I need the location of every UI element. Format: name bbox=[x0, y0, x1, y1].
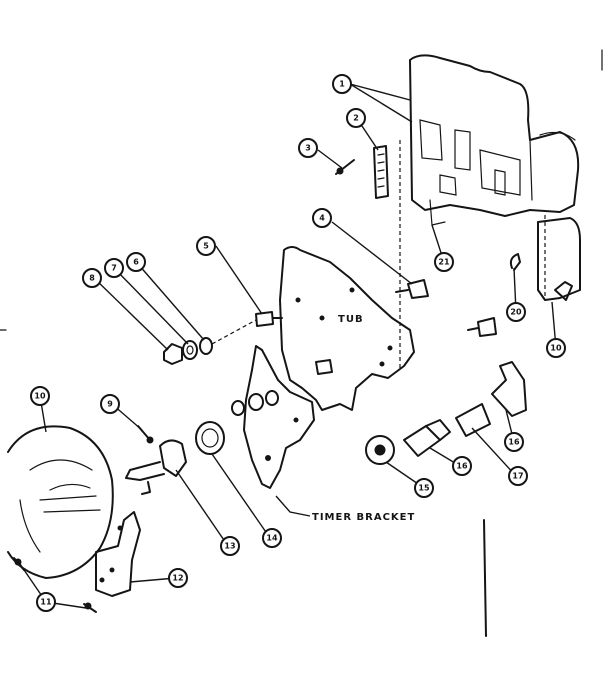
callout-15: 15 bbox=[414, 478, 434, 498]
part-13-link bbox=[125, 439, 187, 495]
part-19-bracket bbox=[537, 217, 581, 301]
tub-label: TUB bbox=[338, 314, 364, 325]
svg-text:1: 1 bbox=[339, 80, 345, 89]
part-5-screw bbox=[255, 311, 283, 327]
callout-16-upper: 16 bbox=[504, 432, 524, 452]
timer-bracket-leader bbox=[275, 495, 311, 517]
callout-20: 20 bbox=[506, 302, 526, 322]
part-6-washer bbox=[199, 337, 213, 355]
svg-text:17: 17 bbox=[512, 472, 523, 481]
part-4-fastener bbox=[395, 279, 429, 299]
loose-fastener bbox=[467, 317, 497, 337]
svg-text:3: 3 bbox=[305, 144, 311, 153]
part-14-nut bbox=[195, 421, 225, 455]
callout-19: 10 bbox=[546, 338, 566, 358]
callout-8: 8 bbox=[82, 268, 102, 288]
svg-text:15: 15 bbox=[418, 484, 430, 493]
part-17-knob bbox=[455, 403, 491, 437]
svg-text:7: 7 bbox=[111, 264, 117, 273]
svg-text:8: 8 bbox=[89, 274, 95, 283]
washer-axis bbox=[211, 319, 257, 345]
svg-text:20: 20 bbox=[510, 308, 522, 317]
callout-10: 10 bbox=[30, 386, 50, 406]
part-18-lever bbox=[491, 361, 527, 417]
svg-text:16: 16 bbox=[508, 438, 520, 447]
svg-text:13: 13 bbox=[224, 542, 235, 551]
callout-2: 2 bbox=[346, 108, 366, 128]
callout-16-lower: 16 bbox=[452, 456, 472, 476]
callout-14: 14 bbox=[262, 528, 282, 548]
part-16-shaft bbox=[403, 419, 451, 457]
svg-text:6: 6 bbox=[133, 258, 139, 267]
guide-line bbox=[483, 519, 487, 637]
svg-text:10: 10 bbox=[34, 392, 46, 401]
svg-text:10: 10 bbox=[550, 344, 562, 353]
svg-text:12: 12 bbox=[172, 574, 183, 583]
callout-9: 9 bbox=[100, 394, 120, 414]
svg-text:9: 9 bbox=[107, 400, 113, 409]
svg-text:4: 4 bbox=[319, 214, 325, 223]
callout-7: 7 bbox=[104, 258, 124, 278]
callout-17: 17 bbox=[508, 466, 528, 486]
part-15-gear bbox=[365, 435, 395, 465]
svg-text:5: 5 bbox=[203, 242, 209, 251]
part-12-motor-plate bbox=[95, 511, 141, 597]
svg-text:2: 2 bbox=[353, 114, 359, 123]
callout-21: 21 bbox=[434, 252, 454, 272]
timer-bracket-label: TIMER BRACKET bbox=[312, 512, 415, 523]
leader-lines bbox=[19, 83, 557, 609]
svg-text:11: 11 bbox=[40, 598, 52, 607]
part-2-strip bbox=[373, 145, 389, 199]
part-11-screws bbox=[13, 557, 97, 613]
callout-11: 11 bbox=[36, 592, 56, 612]
tub-panel bbox=[279, 246, 415, 411]
part-20-clip bbox=[509, 253, 521, 271]
svg-text:14: 14 bbox=[266, 534, 278, 543]
part-3-screw bbox=[335, 159, 355, 175]
tub-bolt bbox=[315, 359, 333, 375]
callout-4: 4 bbox=[312, 208, 332, 228]
bracket-screws bbox=[231, 390, 279, 416]
part-8-nut bbox=[163, 343, 183, 365]
callout-1: 1 bbox=[332, 74, 352, 94]
part-7-washer bbox=[182, 340, 198, 360]
callout-5: 5 bbox=[196, 236, 216, 256]
svg-text:16: 16 bbox=[456, 462, 468, 471]
part-10-timer-housing bbox=[7, 425, 114, 579]
svg-text:21: 21 bbox=[438, 258, 450, 267]
callout-6: 6 bbox=[126, 252, 146, 272]
callout-12: 12 bbox=[168, 568, 188, 588]
water-valve-housing bbox=[409, 54, 580, 226]
callout-13: 13 bbox=[220, 536, 240, 556]
callout-3: 3 bbox=[298, 138, 318, 158]
timer-bracket bbox=[243, 345, 315, 489]
